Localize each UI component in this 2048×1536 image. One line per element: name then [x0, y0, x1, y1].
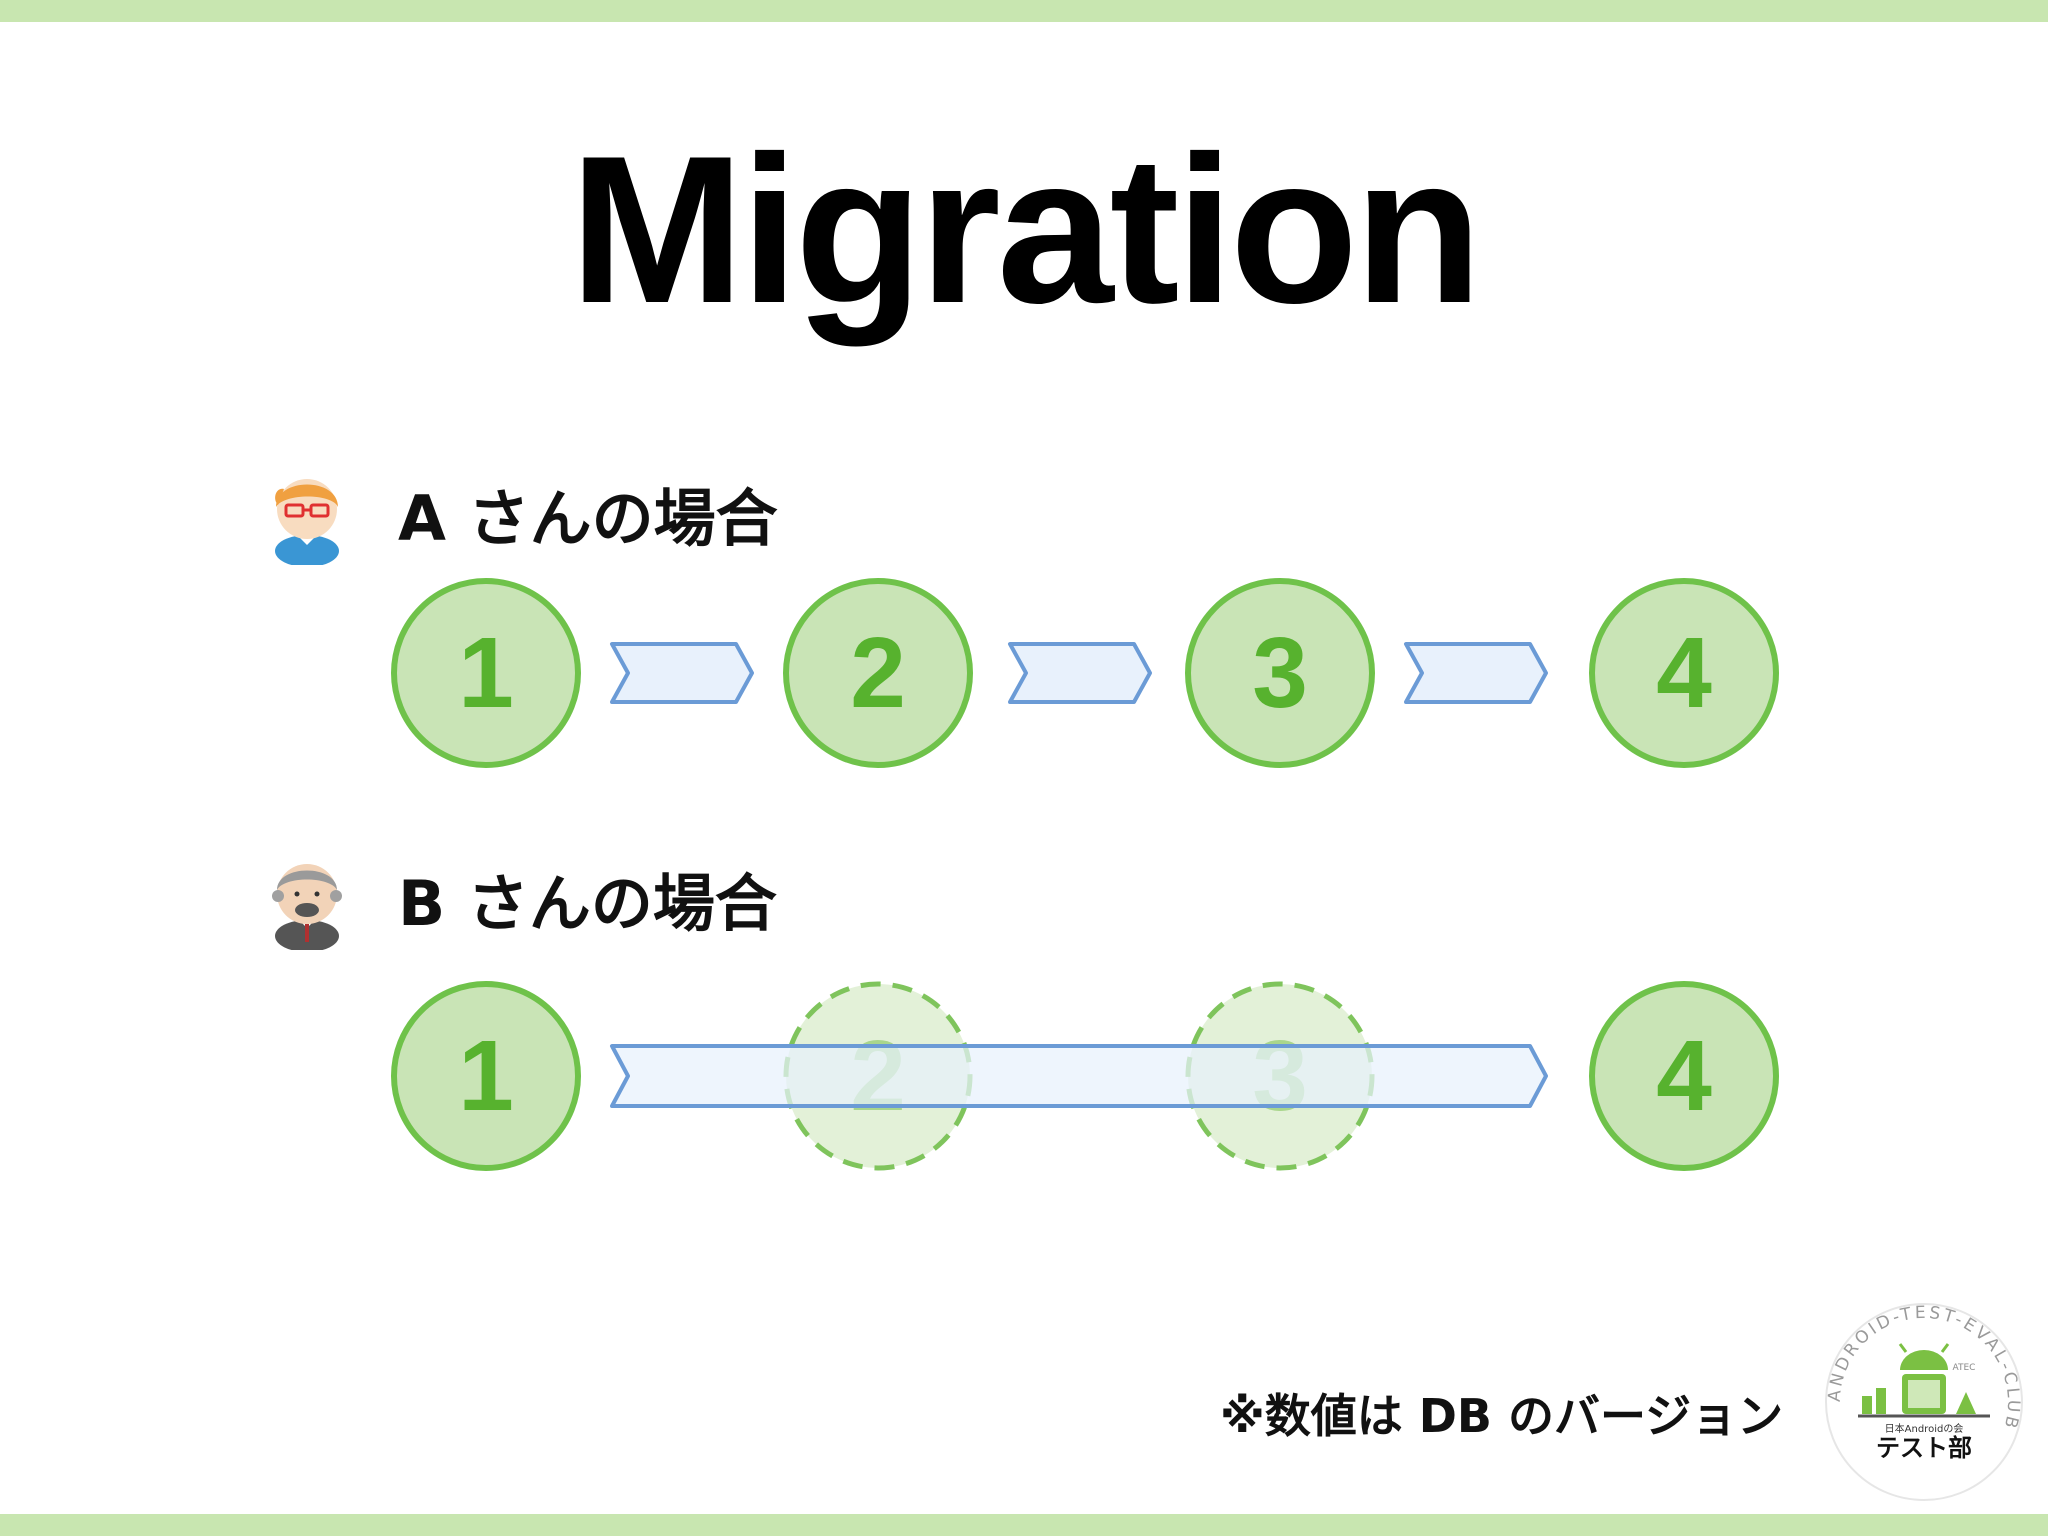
version-node-b-1: 1 [391, 981, 581, 1171]
logo-caption: 日本Androidの会 [1885, 1422, 1964, 1435]
test-club-logo: ANDROID-TEST-EVAL-CLUB ATEC 日本Androidの会 … [1825, 1303, 2023, 1501]
version-node-a-4: 4 [1589, 578, 1779, 768]
row-a: 1 2 3 4 [391, 578, 1779, 768]
android-robot-icon [1858, 1343, 1990, 1418]
slide-title: Migration [569, 112, 1483, 347]
version-node-a-1: 1 [391, 578, 581, 768]
version-node-a-3: 3 [1185, 578, 1375, 768]
version-number: 3 [1252, 617, 1308, 729]
version-number: 1 [458, 1020, 514, 1132]
version-node-b-4: 4 [1589, 981, 1779, 1171]
upgrade-arrow-b-1-4 [610, 1044, 1548, 1108]
version-number: 4 [1656, 1020, 1712, 1132]
bottom-accent-bar [0, 1514, 2048, 1536]
person-elder-icon [272, 864, 342, 950]
version-node-a-2: 2 [783, 578, 973, 768]
logo-small-text: ATEC [1953, 1363, 1976, 1373]
upgrade-arrow-a-3-4 [1404, 642, 1548, 704]
version-number: 4 [1656, 617, 1712, 729]
top-accent-bar [0, 0, 2048, 22]
upgrade-arrow-a-2-3 [1008, 642, 1152, 704]
version-number: 2 [850, 617, 906, 729]
version-number: 1 [458, 617, 514, 729]
upgrade-arrow-a-1-2 [610, 642, 754, 704]
logo-name: テスト部 [1876, 1434, 1972, 1462]
row-b: 1 2 3 4 [391, 981, 1779, 1171]
version-footnote: ※数値は DB のバージョン [1220, 1389, 1784, 1443]
case-b-label: B さんの場合 [398, 867, 777, 940]
person-glasses-icon [275, 479, 339, 565]
case-a-label: A さんの場合 [398, 482, 778, 555]
